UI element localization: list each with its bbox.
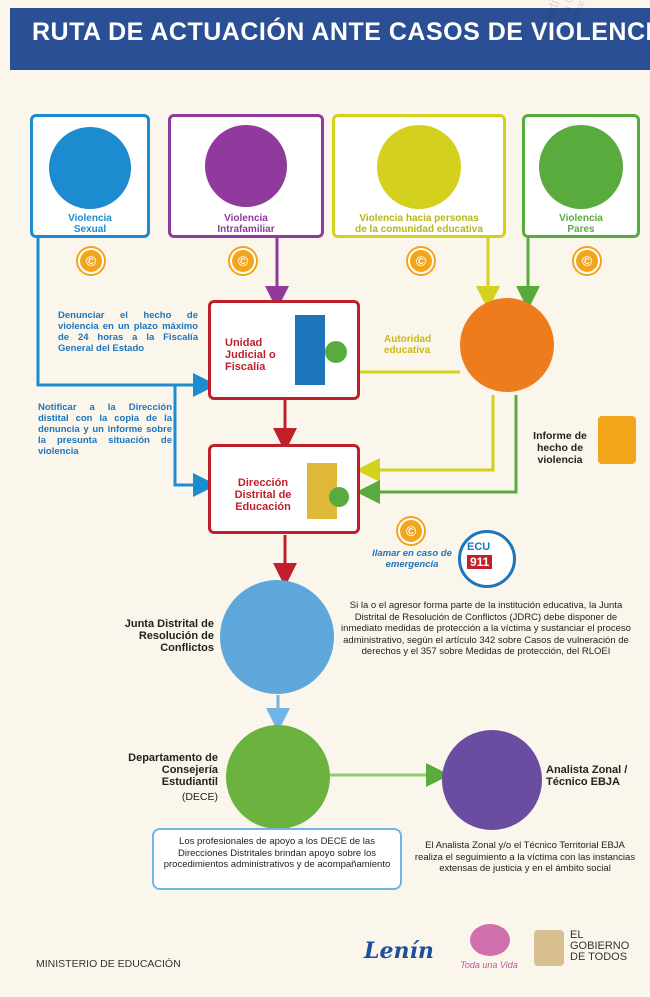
peers-illustration-icon: [539, 125, 623, 209]
autoridad-label: Autoridad educativa: [384, 334, 432, 356]
phone-icon: [78, 248, 104, 274]
category-label: Violencia Pares: [559, 213, 603, 235]
document-icon: [598, 416, 636, 464]
dece-abbr: (DECE): [181, 791, 218, 803]
direccion-distrital-box: Dirección Distrital de Educación: [208, 444, 360, 534]
gobierno-logo: EL GOBIERNO DE TODOS: [570, 930, 629, 963]
dece-description-box: Los profesionales de apoyo a los DECE de…: [152, 828, 402, 890]
unidad-judicial-box: Unidad Judicial o Fiscalía: [208, 300, 360, 400]
analista-description: El Analista Zonal y/o el Técnico Territo…: [414, 840, 636, 874]
phone-icon: [230, 248, 256, 274]
category-card-intrafamiliar: Violencia Intrafamiliar: [168, 114, 324, 238]
gobierno-line: DE TODOS: [570, 951, 628, 963]
dece-illustration-icon: [226, 725, 330, 829]
category-label: Violencia hacia personas de la comunidad…: [355, 213, 483, 235]
authority-person-icon: [460, 298, 554, 392]
page-title: RUTA DE ACTUACIÓN ANTE CASOS DE VIOLENCI…: [32, 18, 650, 46]
ecu-text: ECU: [467, 541, 491, 553]
building-icon: [295, 315, 325, 385]
denunciar-text: Denunciar el hecho de violencia en un pl…: [58, 310, 198, 354]
gobierno-line: EL: [570, 929, 584, 941]
unidad-judicial-label: Unidad Judicial o Fiscalía: [225, 337, 276, 373]
ecu911-logo: ECU 911: [458, 530, 516, 588]
phone-icon: [398, 518, 424, 544]
lenin-logo: Lenín: [364, 938, 434, 964]
tree-icon: [325, 341, 347, 363]
gobierno-line: GOBIERNO: [570, 940, 630, 952]
header-banner: [10, 8, 650, 70]
junta-label: Junta Distrital de Resolución de Conflic…: [124, 618, 214, 654]
junta-description: Si la o el agresor forma parte de la ins…: [341, 600, 631, 657]
informe-label: Informe de hecho de violencia: [533, 430, 587, 466]
category-card-pares: Violencia Pares: [522, 114, 640, 238]
tree-logo-icon: [470, 924, 510, 956]
tree-icon: [329, 487, 349, 507]
ecu-number: 911: [467, 555, 493, 569]
phone-icon: [408, 248, 434, 274]
coat-of-arms-icon: [534, 930, 564, 966]
dece-label: Departamento de Consejería Estudiantil: [128, 752, 218, 788]
analista-illustration-icon: [442, 730, 542, 830]
community-illustration-icon: [377, 125, 461, 209]
category-label: Violencia Sexual: [68, 213, 112, 235]
people-illustration-icon: [49, 127, 131, 209]
llamar-label: llamar en caso de emergencia: [372, 548, 452, 570]
dece-description: Los profesionales de apoyo a los DECE de…: [163, 836, 391, 870]
category-card-comunidad: Violencia hacia personas de la comunidad…: [332, 114, 506, 238]
phone-icon: [574, 248, 600, 274]
junta-illustration-icon: [220, 580, 334, 694]
notificar-text: Notificar a la Dirección distital con la…: [38, 402, 172, 457]
toda-una-vida-label: Toda una Vida: [460, 960, 518, 970]
analista-label: Analista Zonal / Técnico EBJA: [546, 764, 628, 788]
category-label: Violencia Intrafamiliar: [217, 213, 275, 235]
family-illustration-icon: [205, 125, 287, 207]
category-card-sexual: Violencia Sexual: [30, 114, 150, 238]
direccion-distrital-label: Dirección Distrital de Educación: [234, 477, 292, 513]
ministerio-label: MINISTERIO DE EDUCACIÓN: [36, 958, 181, 970]
